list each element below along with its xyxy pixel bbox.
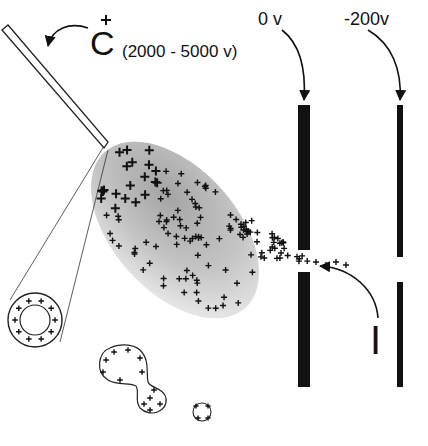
charge-symbols: [12, 15, 349, 421]
ion-current-label: I: [370, 320, 381, 360]
small-droplet: [193, 403, 211, 421]
droplet: [20, 305, 50, 335]
skimmer-electrode: [397, 105, 403, 387]
label-arrow: [48, 26, 88, 46]
counter-electrode: [298, 105, 310, 387]
voltage-range: (2000 - 5000 v): [122, 43, 237, 60]
capillary-label: C: [90, 26, 115, 60]
fissioning-droplet: [100, 345, 167, 413]
plate-voltage: 0 v: [258, 10, 282, 28]
spray-plume: [59, 110, 292, 349]
zoom-circle: [8, 293, 62, 347]
plate-voltage: -200v: [344, 10, 389, 28]
label-arrow: [320, 266, 378, 318]
label-arrow: [282, 30, 304, 100]
label-arrow: [368, 30, 400, 100]
